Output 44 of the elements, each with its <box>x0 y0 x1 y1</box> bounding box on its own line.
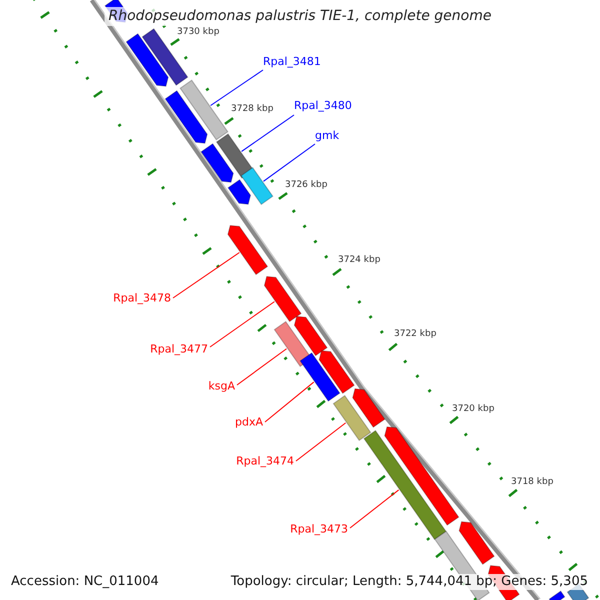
gene-feature <box>227 224 268 276</box>
gene-label: Rpal_3480 <box>294 98 352 112</box>
genome-summary-text: Topology: circular; Length: 5,744,041 bp; Genes: 5,305 <box>228 574 590 590</box>
gene-feature <box>227 179 252 205</box>
gene-feature <box>332 394 372 442</box>
gene-feature <box>164 90 208 144</box>
gene-feature <box>240 166 274 206</box>
gene-label: gmk <box>315 128 340 142</box>
gene-label: Rpal_3474 <box>236 454 294 468</box>
gene-feature <box>180 80 228 140</box>
leader-line <box>210 70 264 106</box>
scale-label: 3730 kbp <box>177 27 220 38</box>
gene-feature <box>318 350 355 394</box>
leader-line <box>296 422 346 462</box>
gene-feature <box>384 426 460 526</box>
gene-feature <box>300 352 340 402</box>
scale-label: 3720 kbp <box>452 404 494 415</box>
gene-feature <box>216 133 254 179</box>
gene-label: pdxA <box>235 415 263 429</box>
gene-feature <box>363 430 447 540</box>
gene-label: Rpal_3481 <box>263 54 321 68</box>
gene-feature <box>294 316 328 356</box>
scale-label: 3724 kbp <box>338 255 380 266</box>
gene-label: Rpal_3477 <box>150 342 208 356</box>
scale-label: 3728 kbp <box>231 104 274 115</box>
accession-text: Accession: NC_011004 <box>9 574 161 590</box>
leader-line <box>241 114 294 152</box>
gene-feature <box>264 276 302 322</box>
gene-feature <box>458 521 495 565</box>
gene-label: ksgA <box>208 379 235 393</box>
scale-label: 3726 kbp <box>285 180 328 191</box>
leader-line <box>350 489 400 528</box>
scale-label: 3722 kbp <box>394 329 436 340</box>
gene-feature <box>126 33 169 87</box>
gene-feature <box>352 388 386 428</box>
gene-label: Rpal_3478 <box>113 291 171 305</box>
scale-label: 3718 kbp <box>511 477 554 488</box>
leader-line <box>210 301 275 348</box>
gene-label: Rpal_3473 <box>290 522 348 536</box>
leader-line <box>262 144 316 182</box>
leader-line <box>264 382 314 422</box>
gene-feature <box>200 143 234 183</box>
leader-line <box>172 252 240 298</box>
leader-line <box>236 348 288 386</box>
